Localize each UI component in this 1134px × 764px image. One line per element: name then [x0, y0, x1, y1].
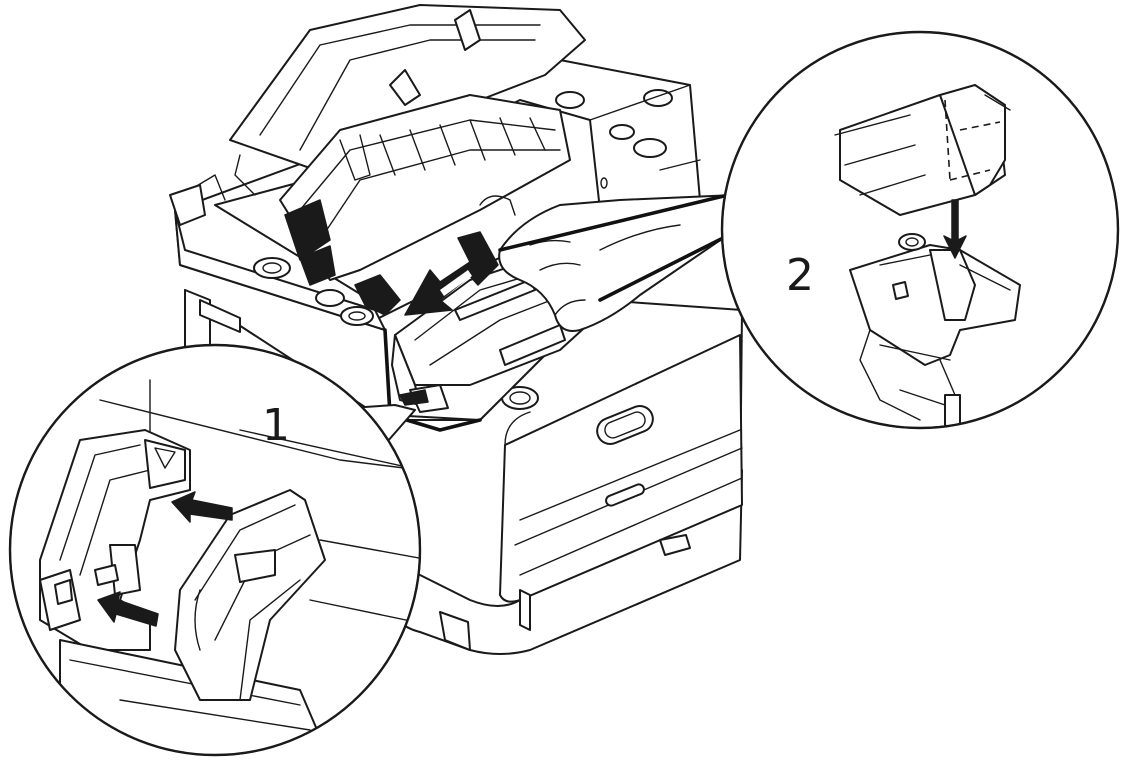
arrow-icon [97, 591, 159, 627]
callout-frame-line [383, 328, 482, 432]
callout-label-2: 2 [786, 250, 814, 301]
detail-circle-1: 1 [8, 343, 422, 757]
detail-circle-2: 2 [720, 30, 1120, 430]
callout-label-1: 1 [262, 400, 290, 451]
callout-connector-2 [598, 230, 737, 302]
arrow-icon [943, 199, 967, 259]
arrow-icon [171, 491, 233, 523]
insert-arrow-icon [404, 231, 499, 316]
hand-drawing [498, 194, 736, 332]
callout-connector-2b [498, 193, 730, 252]
printer-body [184, 289, 743, 655]
